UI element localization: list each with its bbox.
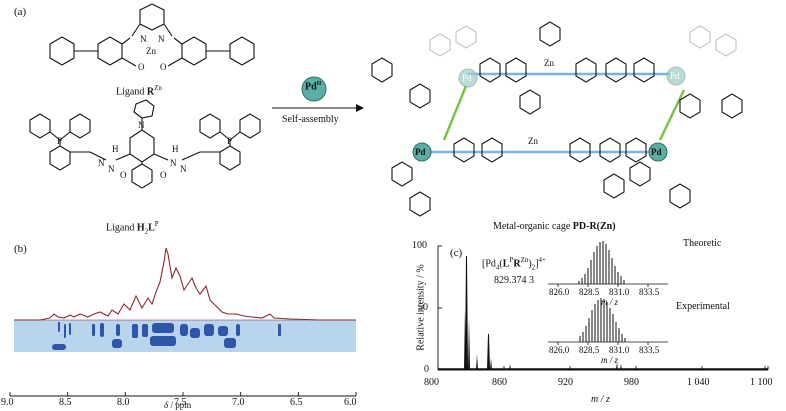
c-xlabel: m / z — [591, 394, 610, 405]
c-xtick-1: 860 — [492, 377, 507, 388]
nmr-trace — [14, 247, 356, 321]
inset-experimental — [548, 298, 668, 345]
inset-theoretic-title: Theoretic — [683, 238, 722, 249]
c-xtick-3: 980 — [624, 377, 639, 388]
ligand-h2lp-o-left: O — [120, 170, 127, 180]
c-ytick-50: 50 — [418, 302, 428, 313]
cage-pd-back-right: Pd — [670, 71, 680, 81]
inset-theoretic-tick-3: 833.5 — [639, 287, 660, 297]
b-tick-3: 7.5 — [174, 397, 187, 408]
ligand-h2lp-structure: P P N N N N N O O H H — [29, 99, 261, 189]
cage-pd-front-right: Pd — [651, 147, 662, 157]
cage-pd-back-left: Pd — [462, 73, 472, 83]
inset-experimental-tick-0: 826.0 — [549, 345, 570, 355]
inset-experimental-tick-2: 831.0 — [609, 345, 630, 355]
self-assembly-label: Self-assembly — [282, 114, 339, 125]
panel-a-label: (a) — [14, 6, 27, 18]
b-tick-5: 6.5 — [290, 397, 303, 408]
ligand-h2lp-n-right2: N — [180, 164, 187, 174]
ligand-h2lp-n-right: N — [170, 158, 177, 168]
c-xtick-0: 800 — [424, 377, 439, 388]
c-species-annotation: [Pd4(LPRZn)2]4+ — [482, 256, 546, 272]
ligand-h2lp-n-ring: N — [138, 120, 145, 130]
ligand-h2lp-n-left2: N — [108, 164, 115, 174]
ligand-h2lp-n-left: N — [98, 158, 105, 168]
inset-theoretic-tick-1: 828.5 — [579, 287, 600, 297]
b-tick-2: 8.0 — [117, 397, 130, 408]
inset-theoretic-tick-2: 831.0 — [609, 287, 630, 297]
b-tick-0: 9.0 — [1, 397, 14, 408]
c-ytick-100: 100 — [412, 240, 427, 251]
pd-badge — [301, 76, 327, 102]
ligand-r-zn-structure: N N Zn O O — [49, 3, 255, 72]
inset-theoretic-xlabel: m / z — [601, 297, 619, 307]
cage-zn-bottom: Zn — [528, 136, 538, 146]
panel-c-label: (c) — [450, 247, 463, 259]
c-xtick-2: 920 — [558, 377, 573, 388]
inset-theoretic — [548, 241, 668, 287]
b-xlabel: δ / ppm — [164, 400, 192, 410]
cage-pd-front-left: Pd — [415, 147, 426, 157]
c-xtick-5: 1 100 — [750, 377, 773, 388]
inset-experimental-xlabel: m / z — [601, 355, 619, 365]
ligand-r-o-right: O — [160, 62, 167, 72]
pd-badge-label: PdII — [305, 81, 322, 93]
cage-structure: Pd Pd Pd Pd Zn Zn — [371, 21, 743, 217]
b-tick-6: 6.0 — [344, 397, 357, 408]
ligand-h2lp-p-left: P — [57, 136, 62, 146]
inset-experimental-title: Experimental — [676, 301, 730, 312]
panel-b-label: (b) — [14, 243, 27, 255]
ligand-r-n-right: N — [158, 34, 165, 44]
self-assembly-arrow — [272, 104, 364, 112]
inset-theoretic-tick-0: 826.0 — [549, 287, 570, 297]
b-tick-1: 8.5 — [59, 397, 72, 408]
ligand-r-o-left: O — [138, 62, 145, 72]
ligand-r-caption: Ligand RZn — [116, 84, 162, 98]
cage-zn-top: Zn — [544, 58, 554, 68]
b-tick-4: 7.0 — [232, 397, 245, 408]
ligand-h2lp-p-right: P — [227, 136, 232, 146]
ligand-h2lp-o-right: O — [160, 170, 167, 180]
c-mz-value: 829.374 3 — [494, 275, 534, 286]
ligand-h2lp-h-right: H — [172, 144, 179, 154]
ligand-r-n-left: N — [140, 34, 147, 44]
inset-experimental-tick-1: 828.5 — [579, 345, 600, 355]
ligand-h2lp-caption: Ligand H2LP — [106, 220, 159, 236]
inset-experimental-tick-3: 833.5 — [639, 345, 660, 355]
cage-caption: Metal-organic cage PD-R(Zn) — [493, 221, 616, 232]
nmr-dosy-plot — [9, 247, 357, 397]
c-xtick-4: 1 040 — [687, 377, 710, 388]
ligand-h2lp-h-left: H — [112, 144, 119, 154]
ligand-r-zn: Zn — [146, 46, 156, 56]
mass-spectrum — [437, 241, 769, 371]
c-ytick-0: 0 — [424, 364, 429, 375]
